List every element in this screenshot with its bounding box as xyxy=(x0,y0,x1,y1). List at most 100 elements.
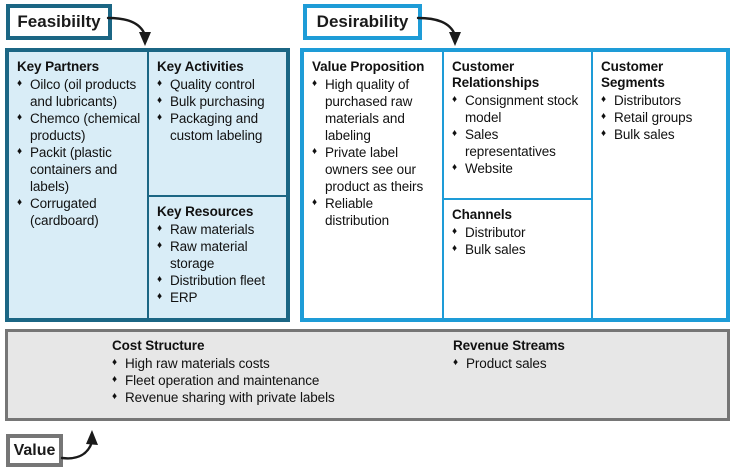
block-key-activities: Key Activities ♦Quality control ♦Bulk pu… xyxy=(149,52,286,197)
list-item-text: Reliable distribution xyxy=(325,195,390,228)
list-item-text: Website xyxy=(465,160,513,176)
list-item-text: Private label owners see our product as … xyxy=(325,144,424,194)
list-item-text: Raw materials xyxy=(170,221,255,237)
block-customer-relationships: Customer Relationships ♦ Consignment stoc… xyxy=(444,52,591,200)
feasibility-label-text: Feasibiilty xyxy=(17,12,101,31)
bullet-diamond-icon: ♦ xyxy=(312,196,318,208)
customer-relationships-title: Customer Relationships xyxy=(452,59,540,90)
list-item-text: Distributor xyxy=(465,224,526,240)
bullet-diamond-icon: ♦ xyxy=(157,290,163,302)
key-resources-title: Key Resources xyxy=(157,204,254,219)
value-label-text: Value xyxy=(13,441,56,459)
list-item: ♦Chemco (chemical products) xyxy=(17,110,141,144)
activities-resources-column: Key Activities ♦Quality control ♦Bulk pu… xyxy=(149,52,286,318)
key-activities-title: Key Activities xyxy=(157,59,244,74)
bullet-diamond-icon: ♦ xyxy=(312,145,318,157)
block-revenue-streams: Revenue Streams ♦Product sales xyxy=(453,332,727,418)
block-key-resources: Key Resources ♦Raw materials ♦Raw materi… xyxy=(149,197,286,318)
bullet-diamond-icon: ♦ xyxy=(452,161,458,173)
list-item-text: Corrugated (cardboard) xyxy=(30,195,99,228)
channels-title: Channels xyxy=(452,207,512,222)
key-activities-list: ♦Quality control ♦ Bulk purchasing ♦ Packa… xyxy=(157,76,280,144)
revenue-streams-list: ♦Product sales xyxy=(453,355,727,372)
key-partners-list: ♦Oilco (oil products and lubricants) ♦Ch… xyxy=(17,76,141,229)
block-cost-structure: Cost Structure ♦High raw materials costs… xyxy=(8,332,453,418)
cost-structure-list: ♦High raw materials costs ♦Fleet operati… xyxy=(112,355,453,406)
desirability-label-box: Desirability xyxy=(303,4,422,40)
feasibility-panel: Key Partners ♦Oilco (oil products and lu… xyxy=(5,48,290,322)
bullet-diamond-icon: ♦ xyxy=(157,239,163,251)
bullet-diamond-icon: ♦ xyxy=(452,127,458,139)
list-item: ♦Distribution fleet xyxy=(157,272,280,289)
viability-panel: Cost Structure ♦High raw materials costs… xyxy=(5,329,730,421)
bullet-diamond-icon: ♦ xyxy=(112,390,118,402)
list-item-text: High quality of purchased raw materials … xyxy=(325,76,413,143)
block-customer-segments: Customer Segments ♦Distributors ♦ Retail … xyxy=(593,52,726,318)
desirability-arrow-icon xyxy=(416,16,461,46)
list-item-text: Packaging and custom labeling xyxy=(170,110,263,143)
list-item: ♦ Sales representatives xyxy=(452,126,585,160)
list-item-text: Packit (plastic containers and labels) xyxy=(30,144,118,194)
bullet-diamond-icon: ♦ xyxy=(601,127,607,139)
list-item-text: Retail groups xyxy=(614,109,693,125)
list-item-text: Bulk sales xyxy=(465,241,526,257)
list-item: ♦ Packaging and custom labeling xyxy=(157,110,280,144)
list-item: ♦Product sales xyxy=(453,355,727,372)
bullet-diamond-icon: ♦ xyxy=(453,356,459,368)
block-key-partners: Key Partners ♦Oilco (oil products and lu… xyxy=(9,52,149,318)
desirability-label-text: Desirability xyxy=(316,12,409,31)
list-item-text: Bulk purchasing xyxy=(170,93,265,109)
revenue-streams-title: Revenue Streams xyxy=(453,338,565,353)
feasibility-arrow-icon xyxy=(106,16,151,46)
list-item: ♦ Packit (plastic containers and labels) xyxy=(17,144,141,195)
key-resources-list: ♦Raw materials ♦Raw material storage ♦Di… xyxy=(157,221,280,306)
feasibility-label-box: Feasibiilty xyxy=(6,4,112,40)
customer-segments-title: Customer Segments xyxy=(601,59,665,90)
list-item: ♦ Revenue sharing with private labels xyxy=(112,389,453,406)
list-item: ♦ Fleet operation and maintenance xyxy=(112,372,453,389)
list-item: ♦High raw materials costs xyxy=(112,355,453,372)
list-item-text: Consignment stock model xyxy=(465,92,579,125)
bullet-diamond-icon: ♦ xyxy=(452,242,458,254)
list-item: ♦ Raw material storage xyxy=(157,238,280,272)
list-item: ♦Raw materials xyxy=(157,221,280,238)
list-item-text: Bulk sales xyxy=(614,126,675,142)
bullet-diamond-icon: ♦ xyxy=(17,145,23,157)
list-item-text: Quality control xyxy=(170,76,255,92)
list-item: ♦Oilco (oil products and lubricants) xyxy=(17,76,141,110)
customer-relationships-list: ♦ Consignment stock model ♦ Sales represen… xyxy=(452,92,585,177)
list-item-text: Oilco (oil products and lubricants) xyxy=(30,76,137,109)
list-item: ♦Quality control xyxy=(157,76,280,93)
bullet-diamond-icon: ♦ xyxy=(452,225,458,237)
value-label-box: Value xyxy=(6,434,63,467)
bullet-diamond-icon: ♦ xyxy=(157,111,163,123)
customer-segments-list: ♦Distributors ♦ Retail groups ♦ Bulk sales xyxy=(601,92,720,143)
value-proposition-title: Value Proposition xyxy=(312,59,425,74)
list-item-text: Sales representatives xyxy=(465,126,556,159)
list-item-text: Distribution fleet xyxy=(170,272,265,288)
bullet-diamond-icon: ♦ xyxy=(17,196,23,208)
list-item-text: Fleet operation and maintenance xyxy=(125,372,320,388)
bullet-diamond-icon: ♦ xyxy=(452,93,458,105)
block-channels: Channels ♦ Distributor ♦ Bulk sales xyxy=(444,200,591,318)
list-item-text: Revenue sharing with private labels xyxy=(125,389,335,405)
bullet-diamond-icon: ♦ xyxy=(601,93,607,105)
list-item-text: ERP xyxy=(170,289,198,305)
bullet-diamond-icon: ♦ xyxy=(601,110,607,122)
list-item: ♦ Private label owners see our product as… xyxy=(312,144,436,195)
bullet-diamond-icon: ♦ xyxy=(157,94,163,106)
bullet-diamond-icon: ♦ xyxy=(112,373,118,385)
list-item-text: Raw material storage xyxy=(170,238,248,271)
list-item: ♦Distributors xyxy=(601,92,720,109)
list-item: ♦ Corrugated (cardboard) xyxy=(17,195,141,229)
list-item: ♦ Website xyxy=(452,160,585,177)
list-item: ♦High quality of purchased raw materials… xyxy=(312,76,436,144)
value-arrow-icon xyxy=(60,430,98,460)
list-item: ♦ Consignment stock model xyxy=(452,92,585,126)
list-item: ♦ Bulk purchasing xyxy=(157,93,280,110)
list-item-text: High raw materials costs xyxy=(125,355,270,371)
relationships-channels-column: Customer Relationships ♦ Consignment stoc… xyxy=(444,52,593,318)
list-item: ♦ Distributor xyxy=(452,224,585,241)
value-proposition-list: ♦ High quality of purchased raw materials… xyxy=(312,76,436,229)
desirability-panel: Value Proposition ♦ High quality of purch… xyxy=(300,48,730,322)
